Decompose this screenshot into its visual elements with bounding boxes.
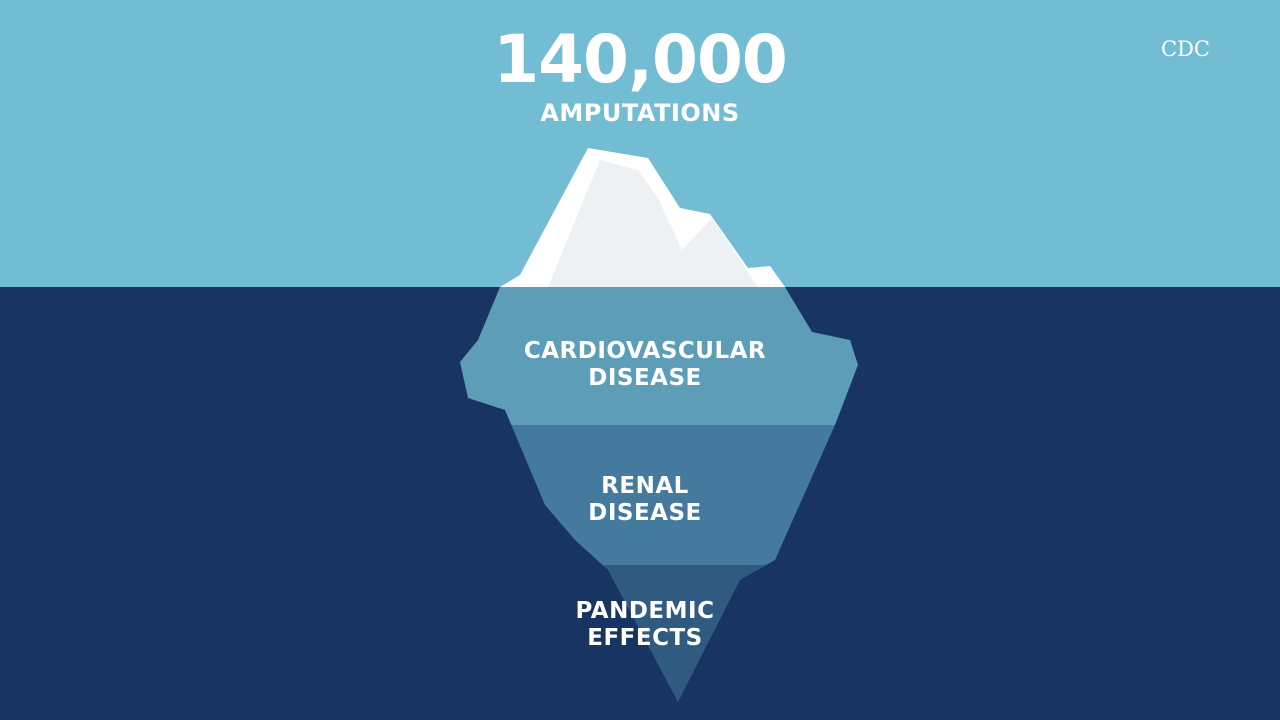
iceberg-layer-pandemic xyxy=(602,565,767,702)
iceberg-layer-renal xyxy=(511,425,835,565)
layer-label-line2: DISEASE xyxy=(588,500,702,526)
headline-label: AMPUTATIONS xyxy=(540,99,740,127)
layer-label-line1: CARDIOVASCULAR xyxy=(523,338,767,364)
layer-label-line1: RENAL xyxy=(601,473,689,499)
iceberg-tip-shade xyxy=(548,160,758,287)
layer-label-pandemic: PANDEMIC EFFECTS xyxy=(440,598,850,652)
layer-label-line1: PANDEMIC xyxy=(575,598,715,624)
source-label: CDC xyxy=(1161,37,1210,61)
layer-label-cardiovascular: CARDIOVASCULAR DISEASE xyxy=(440,338,850,392)
layer-label-renal: RENAL DISEASE xyxy=(440,473,850,527)
layer-label-line2: DISEASE xyxy=(588,365,702,391)
iceberg-layer-cardiovascular xyxy=(460,287,858,425)
headline-value: 140,000 xyxy=(493,21,788,98)
layer-label-line2: EFFECTS xyxy=(587,625,703,651)
